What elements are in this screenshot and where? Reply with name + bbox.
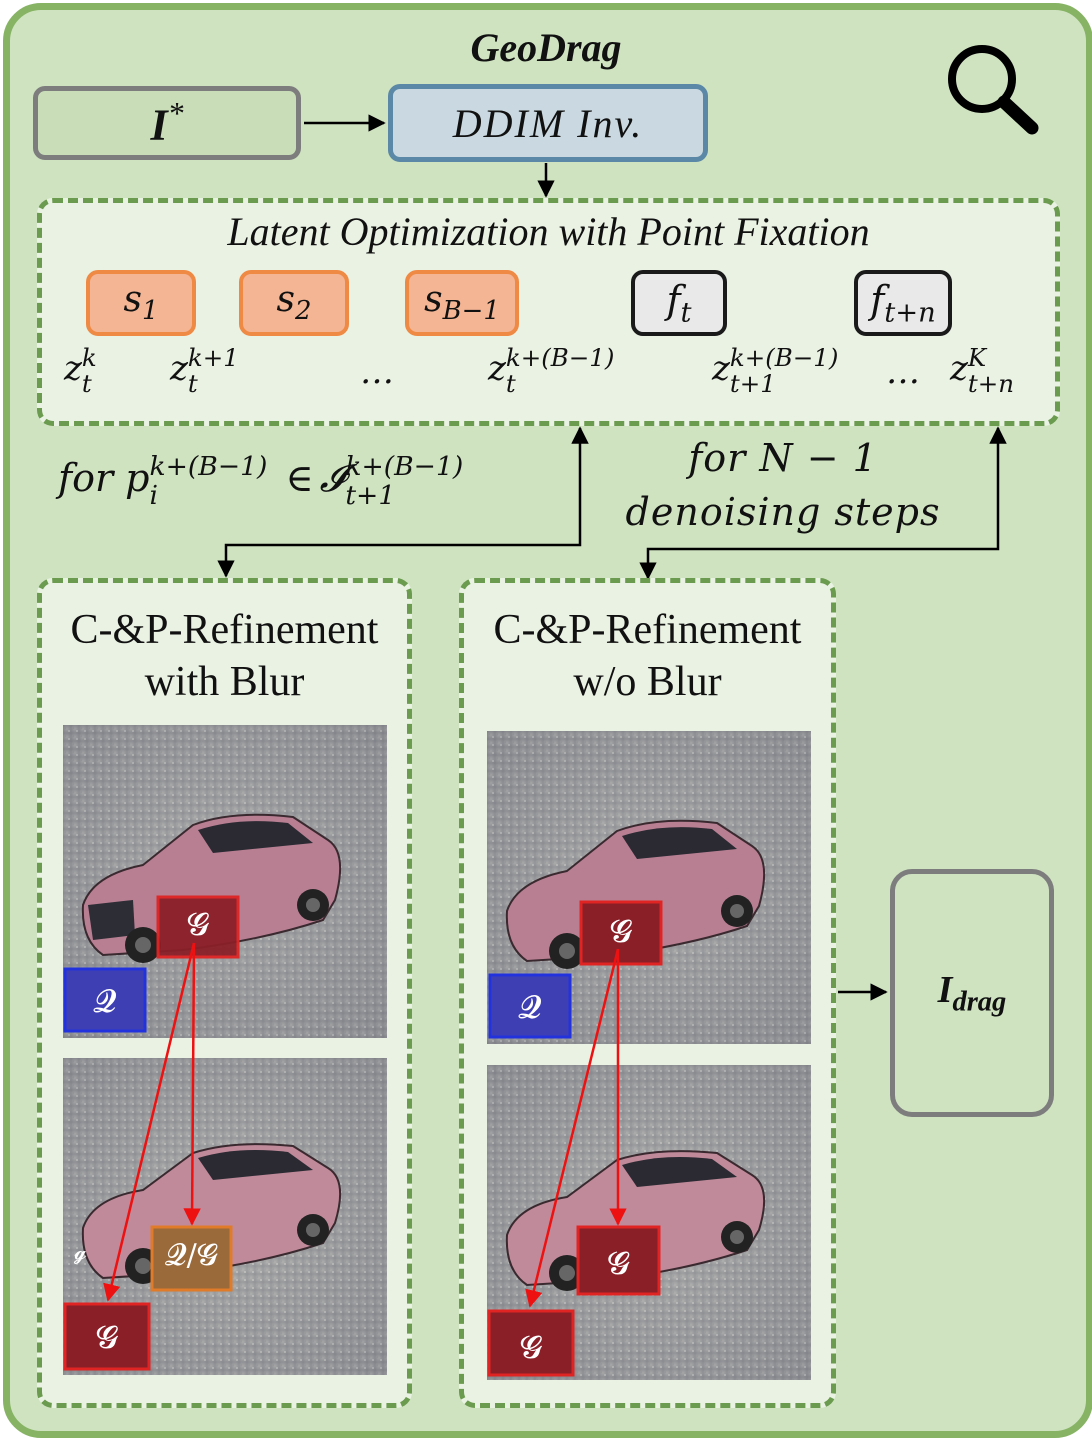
s-box-3-sub: B−1	[442, 296, 500, 327]
f-box-2-sub: t+n	[884, 297, 936, 329]
patch-q-label-noblur: 𝓠	[518, 988, 542, 1026]
loop-arrow-with-blur	[217, 426, 589, 578]
s-box-1-sub: 1	[142, 296, 159, 327]
car-image-noblur-bottom	[487, 1065, 811, 1380]
condition-set: 𝓘	[319, 455, 346, 500]
denoising-steps-line-2: denoising steps	[625, 490, 941, 534]
patch-g-label-noblur-top: 𝓖	[609, 912, 633, 950]
z3-sub: t	[505, 368, 516, 398]
z-ellipsis-1: …	[360, 352, 394, 392]
condition-member: ∈	[285, 455, 314, 500]
patch-q-label-blur: 𝓠	[93, 982, 117, 1020]
loop-arrow-without-blur	[639, 426, 1007, 580]
z-ellipsis-2: …	[886, 352, 920, 392]
z5-base: z	[950, 348, 968, 389]
panel-with-blur-title-2: with Blur	[144, 659, 305, 705]
s-box-2-base: s	[276, 279, 295, 321]
patch-qg-label-blur: 𝓠/𝓖	[165, 1238, 218, 1273]
g-patch	[579, 900, 663, 966]
q-patch	[63, 967, 147, 1033]
z1-sub: t	[81, 368, 92, 398]
panel-without-blur-title-2: w/o Blur	[573, 659, 722, 705]
car-image-blur-bottom	[63, 1058, 387, 1375]
ddim-inversion-node: DDIM Inv.	[388, 84, 708, 162]
z1-base: z	[64, 348, 82, 389]
z4-sub: t+1	[729, 368, 776, 398]
s-box-2: s2	[239, 270, 349, 336]
s-box-b-minus-1: sB−1	[405, 270, 519, 336]
f-box-t: ft	[631, 270, 727, 336]
g-patch-corner	[487, 1309, 575, 1377]
f-box-1-base: f	[666, 277, 681, 322]
red-arrow-noblur-2	[525, 948, 620, 1308]
small-g-label-blur: 𝓰	[74, 1240, 87, 1265]
patch-g-label-noblur-mid: 𝓖	[607, 1244, 630, 1282]
g-patch	[156, 895, 240, 959]
car-image-noblur-top	[487, 731, 811, 1044]
latent-optimization-title: Latent Optimization with Point Fixation	[227, 209, 870, 254]
f-box-2-base: f	[870, 277, 885, 322]
g-patch-moved	[63, 1302, 151, 1371]
diagram-title: GeoDrag	[470, 25, 622, 70]
input-image-sup: *	[167, 95, 184, 131]
z3-base: z	[488, 348, 506, 389]
input-image-node: I*	[33, 86, 301, 160]
z4-sup: k+(B−1)	[729, 343, 839, 372]
condition-set-sub: t+1	[345, 480, 396, 512]
z3-sup: k+(B−1)	[505, 343, 615, 372]
condition-p-sub: i	[149, 480, 159, 512]
z4-base: z	[712, 348, 730, 389]
output-image-sub: drag	[952, 986, 1007, 1018]
condition-prefix: for p	[58, 455, 150, 500]
condition-set-sup: k+(B−1)	[345, 451, 464, 482]
condition-p-sup: k+(B−1)	[149, 451, 268, 482]
z5-sub: t+n	[967, 368, 1015, 398]
patch-g-label-noblur-bottom: 𝓖	[519, 1328, 543, 1366]
panel-with-blur-title-1: C-&P-Refinement	[70, 607, 379, 653]
f-box-1-sub: t	[680, 297, 692, 329]
red-arrow-blur-1	[183, 942, 201, 1226]
f-box-t-plus-n: ft+n	[854, 270, 952, 336]
patch-g-label-blur-bottom: 𝓖	[95, 1318, 119, 1356]
car-image-blur-top	[63, 725, 387, 1038]
output-image-node: Idrag	[890, 869, 1054, 1117]
output-image-base: I	[937, 968, 953, 1011]
z2-base: z	[170, 348, 188, 389]
z5-sup: K	[967, 343, 987, 372]
q-patch	[488, 973, 572, 1039]
magnifier-icon	[948, 45, 1039, 135]
s-box-3-base: s	[424, 279, 443, 321]
patch-g-label-blur-top: 𝓖	[186, 905, 210, 943]
z2-sub: t	[187, 368, 198, 398]
s-box-1: s1	[86, 270, 196, 336]
denoising-steps-line-1: for N − 1	[688, 436, 878, 480]
z2-sup: k+1	[187, 343, 239, 372]
red-arrow-blur-2	[103, 942, 196, 1302]
g-patch-moved	[576, 1225, 661, 1296]
panel-without-blur-title-1: C-&P-Refinement	[493, 607, 802, 653]
input-image-base: I	[150, 100, 168, 150]
qg-patch	[150, 1225, 233, 1292]
z1-sup: k	[81, 343, 97, 372]
s-box-2-sub: 2	[295, 296, 312, 327]
s-box-1-base: s	[123, 279, 142, 321]
